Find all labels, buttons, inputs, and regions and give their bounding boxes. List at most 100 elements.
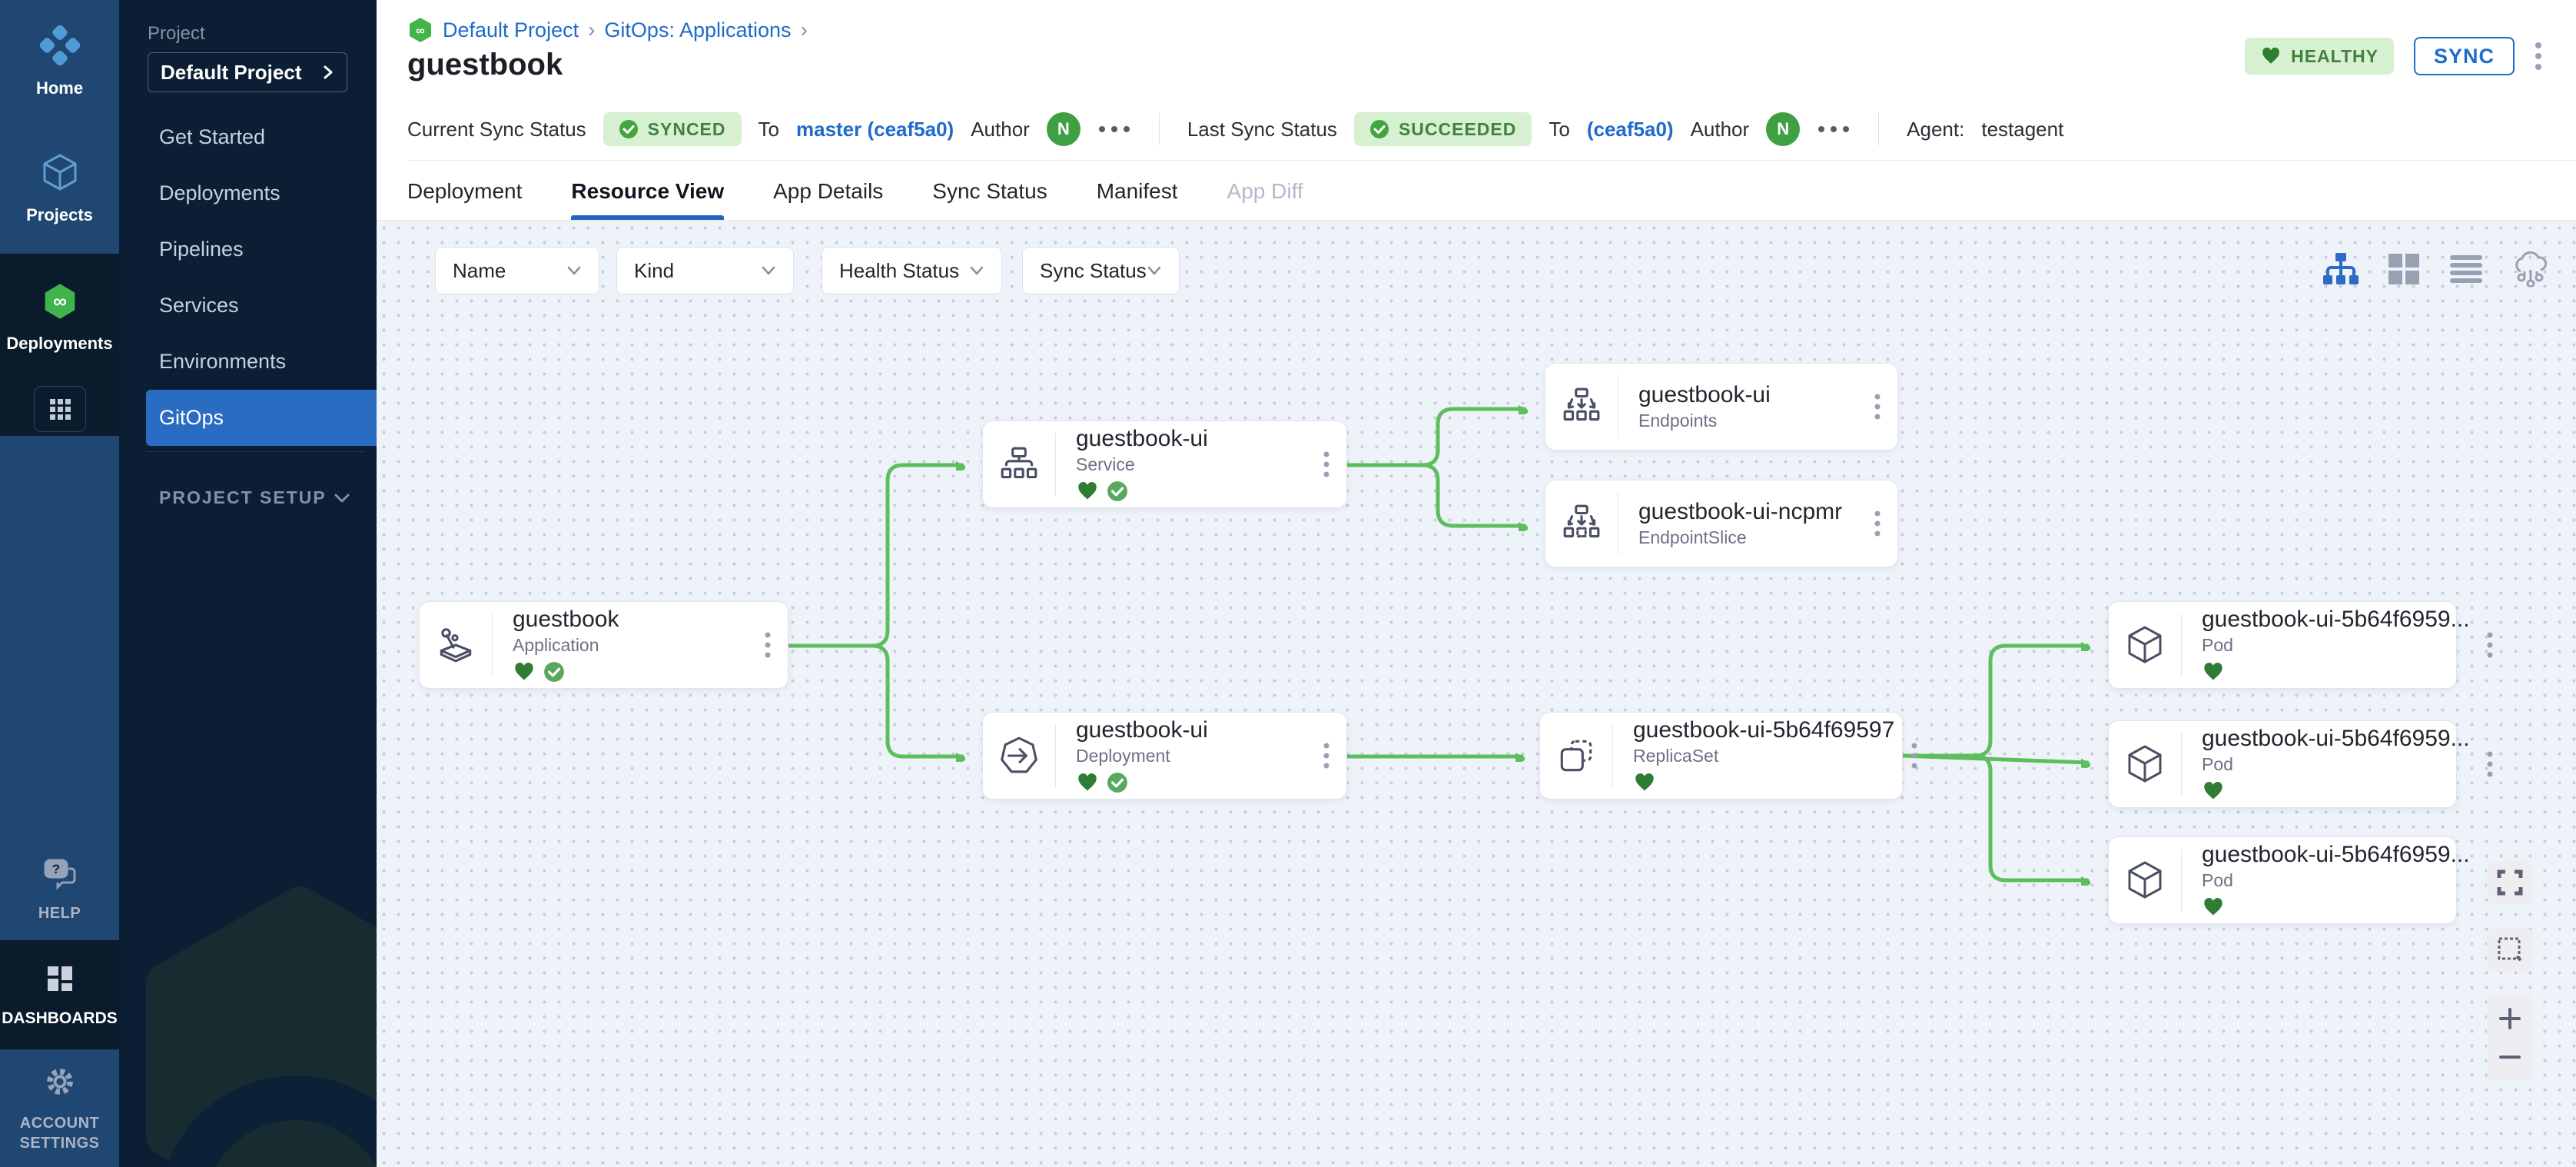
sidebar-item-services[interactable]: Services (159, 294, 239, 317)
kebab-menu-icon[interactable] (1306, 451, 1346, 478)
marquee-select-icon (2498, 937, 2522, 962)
succeeded-badge-label: SUCCEEDED (1398, 118, 1517, 139)
node-name: guestbook-ui-5b64f6959... (2202, 607, 2470, 632)
resource-node-deployment[interactable]: guestbook-ui Deployment (982, 712, 1347, 800)
ellipsis-menu-icon[interactable] (1097, 125, 1131, 133)
current-target-link[interactable]: master (ceaf5a0) (795, 117, 954, 141)
filter-name[interactable]: Name (435, 247, 599, 294)
sidebar-item-get-started[interactable]: Get Started (159, 125, 266, 148)
rail-item-help[interactable]: ? HELP (0, 840, 119, 940)
breadcrumb: ∞ Default Project › GitOps: Applications… (407, 17, 808, 43)
node-kind: Deployment (1076, 746, 1170, 766)
chevron-down-icon (970, 266, 984, 275)
author-avatar[interactable]: N (1046, 112, 1081, 146)
deployment-icon (983, 724, 1056, 787)
kebab-menu-icon[interactable] (2535, 39, 2542, 73)
agent-value: testagent (1981, 117, 2064, 141)
zoom-in-button[interactable] (2497, 1006, 2523, 1032)
breadcrumb-link-applications[interactable]: GitOps: Applications (604, 18, 792, 42)
tab-app-details[interactable]: App Details (773, 179, 884, 203)
tab-manifest[interactable]: Manifest (1096, 179, 1178, 203)
kebab-menu-icon[interactable] (2470, 750, 2510, 778)
resource-tree-canvas[interactable]: Name Kind Health Status Sync Status (377, 220, 2576, 1167)
succeeded-badge: SUCCEEDED (1353, 112, 1532, 146)
marquee-select-button[interactable] (2487, 928, 2533, 971)
node-body: guestbook-ui Service (1056, 426, 1306, 503)
author-label: Author (971, 117, 1030, 141)
kebab-menu-icon[interactable] (1894, 742, 1934, 770)
list-view-icon[interactable] (2448, 254, 2484, 284)
replicaset-icon (1540, 724, 1613, 787)
kebab-menu-icon[interactable] (1857, 510, 1897, 537)
resource-node-endpoints[interactable]: guestbook-ui Endpoints (1545, 363, 1898, 451)
rail-item-deployments[interactable]: ∞ Deployments (0, 254, 119, 382)
kebab-menu-icon[interactable] (748, 631, 788, 659)
resource-node-service[interactable]: guestbook-ui Service (982, 421, 1347, 508)
tab-sync-status[interactable]: Sync Status (932, 179, 1047, 203)
filter-sync-status[interactable]: Sync Status (1022, 247, 1180, 294)
to-label: To (1549, 117, 1570, 141)
author-avatar[interactable]: N (1766, 112, 1801, 146)
help-icon: ? (42, 858, 78, 894)
node-status (2202, 780, 2470, 803)
rail-item-label: Deployments (6, 334, 113, 353)
ellipsis-menu-icon[interactable] (1817, 125, 1851, 133)
rail-item-projects[interactable]: Projects (0, 123, 119, 254)
divider (1158, 113, 1160, 145)
sidebar-item-pipelines[interactable]: Pipelines (159, 238, 244, 261)
network-view-icon[interactable] (2511, 251, 2550, 287)
divider (1878, 113, 1880, 145)
kebab-menu-icon[interactable] (1857, 393, 1897, 421)
sidebar-item-gitops[interactable]: GitOps (146, 390, 377, 446)
resource-node-application[interactable]: guestbook Application (419, 601, 788, 689)
rail-item-dashboards[interactable]: DASHBOARDS (0, 940, 119, 1049)
filter-kind[interactable]: Kind (616, 247, 794, 294)
kebab-menu-icon[interactable] (1306, 742, 1346, 770)
node-kind: Endpoints (1638, 411, 1718, 431)
endpointslice-icon (1545, 492, 1618, 555)
chevron-right-icon (324, 65, 333, 79)
filter-label: Name (453, 258, 506, 282)
resource-node-pod[interactable]: guestbook-ui-5b64f6959... Pod (2108, 720, 2493, 808)
project-setup-label: PROJECT SETUP (159, 487, 327, 507)
node-status (1076, 480, 1306, 503)
tree-view-icon[interactable] (2322, 251, 2359, 287)
node-status (2202, 896, 2470, 919)
zoom-out-button[interactable] (2497, 1044, 2523, 1070)
tab-resource-view[interactable]: Resource View (571, 163, 724, 220)
zoom-in-icon (2499, 1008, 2521, 1029)
view-toggle-bar (2322, 251, 2550, 287)
project-selector[interactable]: Default Project (148, 52, 347, 92)
filter-health-status[interactable]: Health Status (822, 247, 1002, 294)
sidebar-item-deployments[interactable]: Deployments (159, 181, 281, 204)
project-setup-toggle[interactable]: PROJECT SETUP (159, 487, 351, 508)
kebab-menu-icon[interactable] (2470, 631, 2510, 659)
node-name: guestbook-ui-5b64f6959... (2202, 842, 2470, 867)
last-sync-label: Last Sync Status (1187, 117, 1337, 141)
sidebar-item-environments[interactable]: Environments (159, 350, 287, 373)
node-name: guestbook-ui (1076, 717, 1208, 743)
fit-view-button[interactable] (2487, 861, 2533, 904)
rail-item-account-settings[interactable]: ACCOUNT SETTINGS (0, 1049, 119, 1167)
tab-deployment[interactable]: Deployment (407, 179, 523, 203)
application-icon (420, 613, 493, 677)
last-target-link[interactable]: (ceaf5a0) (1586, 117, 1674, 141)
tab-app-diff: App Diff (1227, 179, 1303, 203)
healthy-heart-icon (1078, 773, 1097, 791)
sync-button[interactable]: SYNC (2413, 37, 2515, 75)
node-kind: Service (1076, 454, 1135, 474)
pod-icon (2109, 849, 2182, 912)
sidebar-menu: Get Started Deployments Pipelines Servic… (119, 109, 377, 446)
breadcrumb-link-project[interactable]: Default Project (443, 18, 579, 42)
resource-node-replicaset[interactable]: guestbook-ui-5b64f69597 ReplicaSet (1539, 712, 1917, 800)
synced-check-icon (544, 662, 564, 682)
resource-node-pod[interactable]: guestbook-ui-5b64f6959... Pod (2108, 836, 2493, 924)
grid-view-icon[interactable] (2387, 252, 2421, 286)
rail-item-apps[interactable] (0, 382, 119, 436)
healthy-heart-icon (2204, 663, 2222, 680)
header-actions: HEALTHY SYNC (2245, 37, 2542, 75)
resource-node-pod[interactable]: guestbook-ui-5b64f6959... Pod (2108, 601, 2493, 689)
resource-node-endpointslice[interactable]: guestbook-ui-ncpmr EndpointSlice (1545, 480, 1898, 567)
synced-check-icon (1107, 481, 1127, 501)
rail-item-home[interactable]: Home (0, 0, 119, 123)
